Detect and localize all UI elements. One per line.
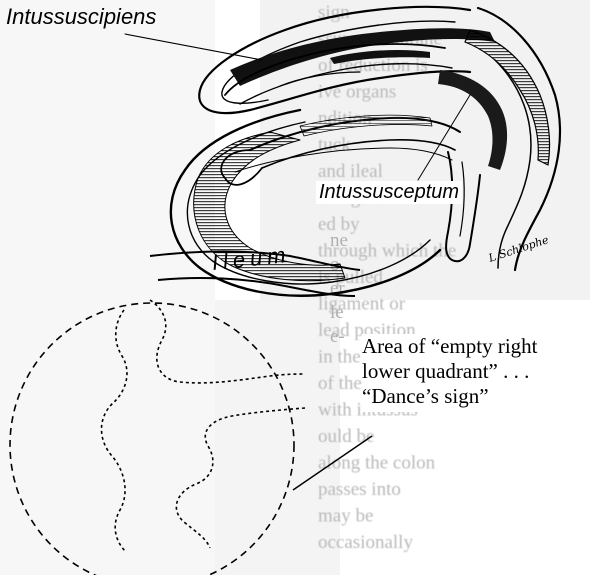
annotation-text: Area of “empty right lower quadrant” . .… (362, 334, 590, 412)
book-text-line: ive organs (318, 82, 396, 103)
book-page-left-strip (0, 0, 215, 575)
book-left-text-line: le (330, 302, 344, 323)
label-intussuscipiens: Intussuscipiens (6, 4, 156, 30)
book-text-line: along the colon (318, 453, 436, 474)
book-text-line: ould be (318, 426, 374, 447)
book-text-line: may be (318, 506, 373, 527)
book-text-line: and ileal (318, 161, 383, 182)
book-left-text-line: ne (330, 230, 348, 251)
book-text-line: occasionally (318, 532, 413, 553)
book-left-text-line: e- (330, 326, 345, 347)
annotation-line-3: “Dance’s sign” (362, 384, 590, 409)
annotation-line-2: lower quadrant” . . . (362, 359, 590, 384)
label-intussusceptum: Intussusceptum (316, 181, 462, 204)
book-text-line: passes into (318, 479, 401, 500)
annotation-line-1: Area of “empty right (362, 334, 590, 359)
